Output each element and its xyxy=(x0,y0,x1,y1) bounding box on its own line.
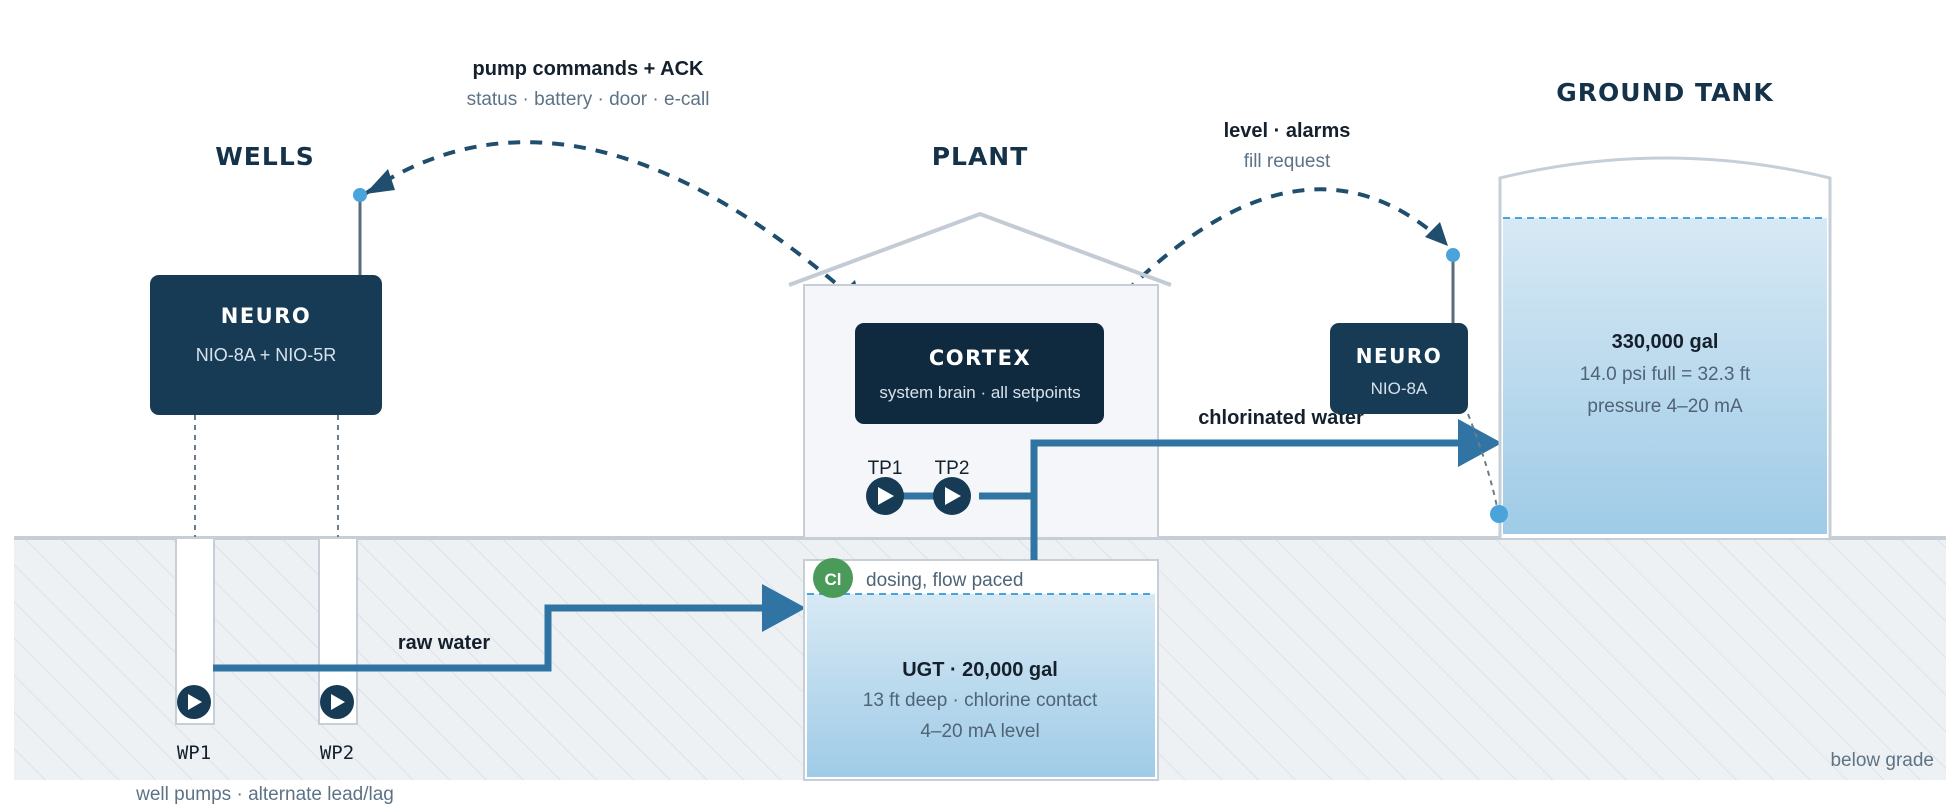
wells-plant-link-label: pump commands + ACK xyxy=(473,58,705,80)
plant-tank-link-label: level · alarms xyxy=(1224,120,1351,142)
ground-tank-water xyxy=(1503,218,1827,534)
pressure-sensor xyxy=(1467,413,1508,523)
raw-water-pipe xyxy=(213,584,806,672)
play-icon xyxy=(878,487,894,505)
tp1-label: TP1 xyxy=(868,458,903,479)
well-pump-wp1 xyxy=(177,685,211,719)
cortex-box: CORTEX system brain · all setpoints xyxy=(855,323,1104,424)
below-grade-label: below grade xyxy=(1830,750,1934,771)
neuro-tank-box: NEURO NIO-8A xyxy=(1330,323,1468,414)
ground-tank: 330,000 gal 14.0 psi full = 32.3 ft pres… xyxy=(1498,156,1832,538)
chlorinated-water-arrowhead xyxy=(1458,419,1502,467)
tp2-label: TP2 xyxy=(935,458,970,479)
ground-tank-pressure-note: 14.0 psi full = 32.3 ft xyxy=(1580,364,1751,385)
wells-header: WELLS xyxy=(215,142,315,171)
arrowhead-tank xyxy=(1425,222,1448,246)
ground-tank-header: GROUND TANK xyxy=(1556,78,1774,107)
chlorinated-water-label: chlorinated water xyxy=(1198,407,1364,429)
well-pump-wp2 xyxy=(320,685,354,719)
radio-link-plant-tank xyxy=(1108,187,1449,310)
play-icon xyxy=(945,487,961,505)
antenna-dot xyxy=(1446,248,1460,262)
ugt-sensor: 4–20 mA level xyxy=(920,721,1039,742)
wp1-label: WP1 xyxy=(177,742,211,764)
ugt-subtitle: 13 ft deep · chlorine contact xyxy=(863,690,1098,711)
raw-water-label: raw water xyxy=(398,632,490,654)
ground-tank-capacity: 330,000 gal xyxy=(1612,331,1719,353)
chlorine-badge-text: Cl xyxy=(825,570,842,589)
raw-water-arrowhead xyxy=(762,584,806,632)
neuro-tank-subtitle: NIO-8A xyxy=(1371,379,1428,398)
well-pumps-caption: well pumps · alternate lead/lag xyxy=(135,784,394,805)
treatment-pump-tp2 xyxy=(933,477,971,515)
cortex-title: CORTEX xyxy=(929,346,1031,370)
radio-link-wells-plant xyxy=(363,140,864,309)
dosing-label: dosing, flow paced xyxy=(866,570,1023,591)
ugt-title: UGT · 20,000 gal xyxy=(902,659,1058,681)
treatment-pump-tp1 xyxy=(866,477,904,515)
neuro-wells-title: NEURO xyxy=(221,304,312,328)
wells-plant-link-sublabel: status · battery · door · e-call xyxy=(467,89,710,110)
chlorine-badge: Cl xyxy=(813,558,853,598)
tank-antenna xyxy=(1446,248,1460,323)
ugt-tank: UGT · 20,000 gal 13 ft deep · chlorine c… xyxy=(803,559,1159,781)
pressure-sensor-dot xyxy=(1490,505,1508,523)
ugt-water xyxy=(807,594,1155,777)
play-icon xyxy=(331,694,345,710)
plant-tank-link-sublabel: fill request xyxy=(1244,151,1331,172)
arrowhead-wells xyxy=(365,169,395,194)
plant-header: PLANT xyxy=(932,142,1029,171)
cortex-subtitle: system brain · all setpoints xyxy=(879,383,1080,402)
wp2-label: WP2 xyxy=(320,742,354,764)
neuro-wells-box: NEURO NIO-8A + NIO-5R xyxy=(150,275,382,415)
chlorinated-water-pipe xyxy=(979,419,1502,560)
plant-roof xyxy=(788,211,1172,287)
ground-tank-sensor: pressure 4–20 mA xyxy=(1587,396,1743,417)
wells-antenna xyxy=(353,188,367,275)
play-icon xyxy=(188,694,202,710)
antenna-dot xyxy=(353,188,367,202)
neuro-tank-title: NEURO xyxy=(1356,344,1443,368)
neuro-wells-subtitle: NIO-8A + NIO-5R xyxy=(196,345,337,365)
